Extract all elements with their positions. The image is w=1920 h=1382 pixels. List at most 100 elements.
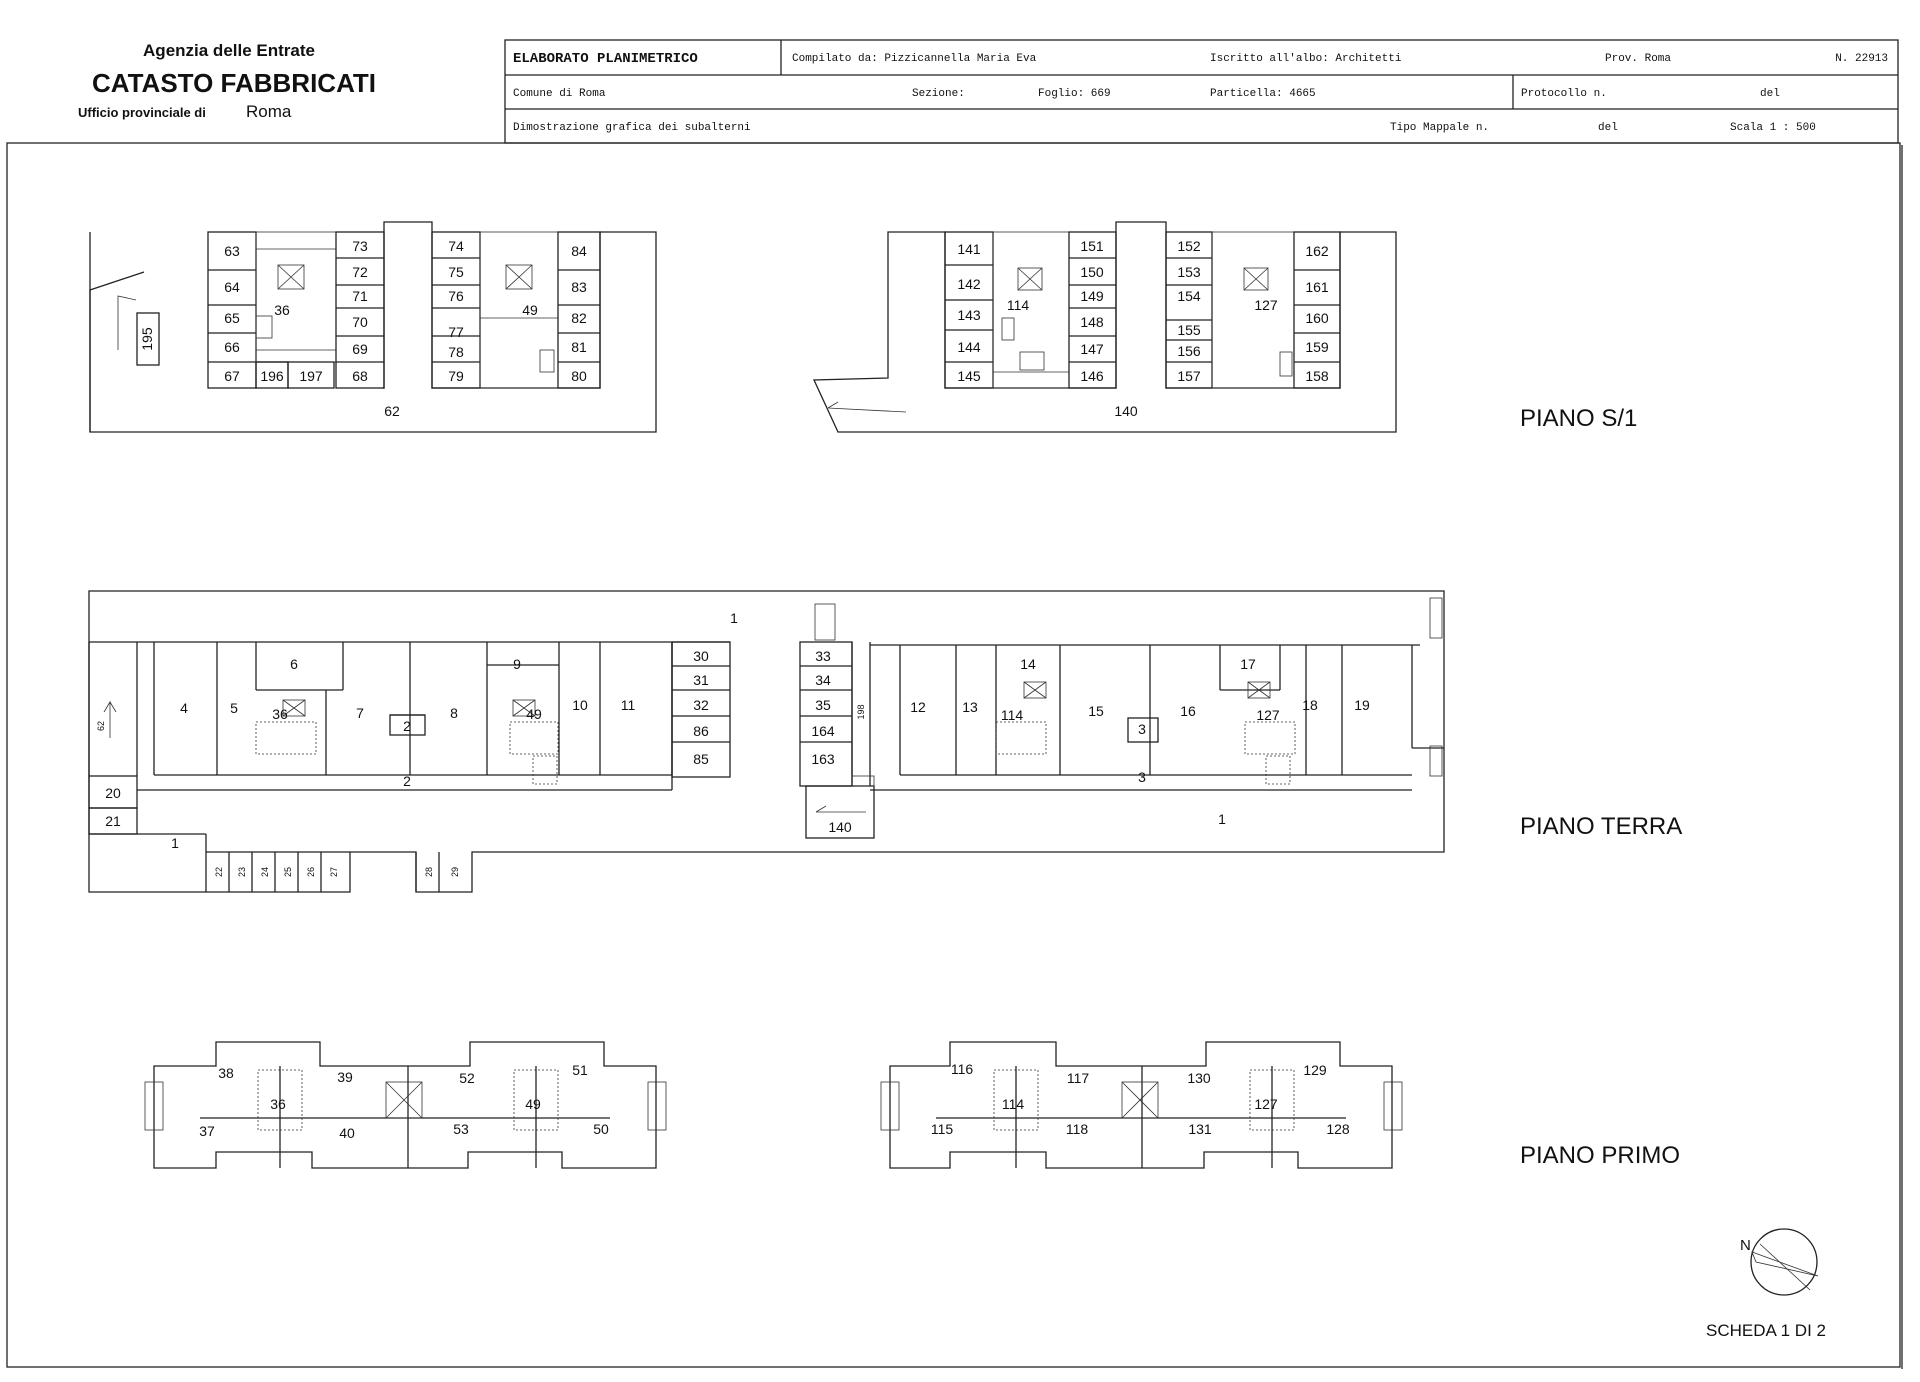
- floor-label-terra: PIANO TERRA: [1520, 813, 1682, 840]
- tipo-mappale-del: del: [1598, 122, 1618, 134]
- unit-label: 14: [1020, 656, 1036, 672]
- unit-label: 2: [403, 773, 411, 789]
- unit-label: 1: [171, 835, 179, 851]
- unit-label: 116: [951, 1061, 974, 1077]
- drawing-frame: [6, 142, 1901, 1368]
- unit-label: 73: [352, 238, 368, 254]
- unit-label: 85: [693, 751, 709, 767]
- unit-label: 12: [910, 699, 926, 715]
- unit-label: 16: [1180, 703, 1196, 719]
- unit-label: 30: [693, 648, 709, 664]
- unit-label: 9: [513, 656, 521, 672]
- unit-label: 156: [1177, 343, 1201, 359]
- unit-label: 75: [448, 264, 464, 280]
- unit-label: 63: [224, 243, 240, 259]
- unit-label: 18: [1302, 697, 1318, 713]
- unit-label: 3: [1138, 721, 1146, 737]
- unit-label: 114: [1007, 297, 1030, 313]
- unit-label: 83: [571, 279, 587, 295]
- numero-iscrizione: N. 22913: [1835, 53, 1888, 65]
- unit-label: 198: [856, 704, 866, 719]
- unit-label: 117: [1067, 1070, 1090, 1086]
- foglio: Foglio: 669: [1038, 88, 1111, 100]
- sezione: Sezione:: [912, 88, 965, 100]
- unit-label: 37: [199, 1123, 215, 1139]
- unit-label: 27: [329, 867, 339, 877]
- unit-label: 52: [459, 1070, 475, 1086]
- provincia: Prov. Roma: [1605, 53, 1671, 65]
- piano-s1-east-block: [812, 221, 1397, 433]
- unit-label: 1: [1218, 811, 1226, 827]
- unit-label: 152: [1177, 238, 1201, 254]
- unit-label: 62: [96, 721, 106, 731]
- unit-label: 3: [1138, 769, 1146, 785]
- unit-label: 36: [272, 706, 288, 722]
- unit-label: 29: [450, 867, 460, 877]
- unit-label: 197: [299, 368, 323, 384]
- unit-label: 6: [290, 656, 298, 672]
- unit-label: 36: [270, 1096, 286, 1112]
- unit-label: 11: [621, 697, 636, 713]
- unit-label: 155: [1177, 322, 1201, 338]
- unit-label: 13: [962, 699, 978, 715]
- unit-label: 67: [224, 368, 240, 384]
- unit-label: 145: [957, 368, 981, 384]
- unit-label: 118: [1066, 1121, 1089, 1137]
- unit-label: 78: [448, 344, 464, 360]
- unit-label: 66: [224, 339, 240, 355]
- floor-label-primo: PIANO PRIMO: [1520, 1142, 1680, 1169]
- unit-label: 33: [815, 648, 831, 664]
- unit-label: 131: [1188, 1121, 1212, 1137]
- unit-label: 127: [1256, 707, 1280, 723]
- unit-label: 151: [1080, 238, 1104, 254]
- unit-label: 36: [274, 302, 290, 318]
- unit-label: 149: [1080, 288, 1104, 304]
- unit-label: 21: [105, 813, 121, 829]
- unit-label: 28: [424, 867, 434, 877]
- agency-name: Agenzia delle Entrate: [143, 41, 315, 60]
- unit-label: 86: [693, 723, 709, 739]
- unit-label: 64: [224, 279, 240, 295]
- unit-label: 84: [571, 243, 587, 259]
- unit-label: 76: [448, 288, 464, 304]
- unit-label: 195: [139, 327, 155, 351]
- scheda-label: SCHEDA 1 DI 2: [1706, 1321, 1826, 1340]
- unit-label: 26: [306, 867, 316, 877]
- unit-label: 53: [453, 1121, 469, 1137]
- unit-label: 22: [214, 867, 224, 877]
- unit-label: 23: [237, 867, 247, 877]
- unit-label: 20: [105, 785, 121, 801]
- unit-label: 1: [730, 610, 738, 626]
- piano-terra-labels: 4 5 6 36 7 2 8 9 49 10 11 2 30 31 32 86 …: [96, 610, 1370, 877]
- piano-primo-west-labels: 38 36 39 37 40 52 49 51 53 50: [199, 1062, 609, 1141]
- unit-label: 77: [448, 324, 464, 340]
- unit-label: 160: [1305, 310, 1329, 326]
- unit-label: 79: [448, 368, 464, 384]
- north-label: N: [1740, 1237, 1751, 1254]
- piano-primo-east-block: [880, 1041, 1403, 1169]
- unit-label: 19: [1354, 697, 1370, 713]
- unit-label: 51: [572, 1062, 588, 1078]
- protocollo: Protocollo n.: [1521, 88, 1607, 100]
- unit-label: 159: [1305, 339, 1329, 355]
- compilato-da: Compilato da: Pizzicannella Maria Eva: [792, 53, 1037, 65]
- iscritto-albo: Iscritto all'albo: Architetti: [1210, 53, 1402, 65]
- unit-label: 49: [525, 1096, 541, 1112]
- piano-terra-block: [88, 590, 1445, 893]
- piano-primo-east-labels: 116 114 117 115 118 130 127 129 131 128: [931, 1061, 1350, 1137]
- unit-label: 161: [1305, 279, 1329, 295]
- piano-s1-west-block: [89, 221, 657, 433]
- piano-s1-west-labels: 63 64 65 66 67 196 197 68 73 72 71 70 69…: [139, 238, 587, 419]
- unit-label: 34: [815, 672, 831, 688]
- unit-label: 2: [403, 718, 411, 734]
- unit-label: 129: [1303, 1062, 1327, 1078]
- protocollo-del: del: [1760, 88, 1780, 100]
- unit-label: 80: [571, 368, 587, 384]
- unit-label: 74: [448, 238, 464, 254]
- title-elaborato: ELABORATO PLANIMETRICO: [513, 51, 698, 67]
- unit-label: 25: [283, 867, 293, 877]
- unit-label: 39: [337, 1069, 353, 1085]
- unit-label: 17: [1240, 656, 1256, 672]
- unit-label: 130: [1187, 1070, 1211, 1086]
- unit-label: 143: [957, 307, 981, 323]
